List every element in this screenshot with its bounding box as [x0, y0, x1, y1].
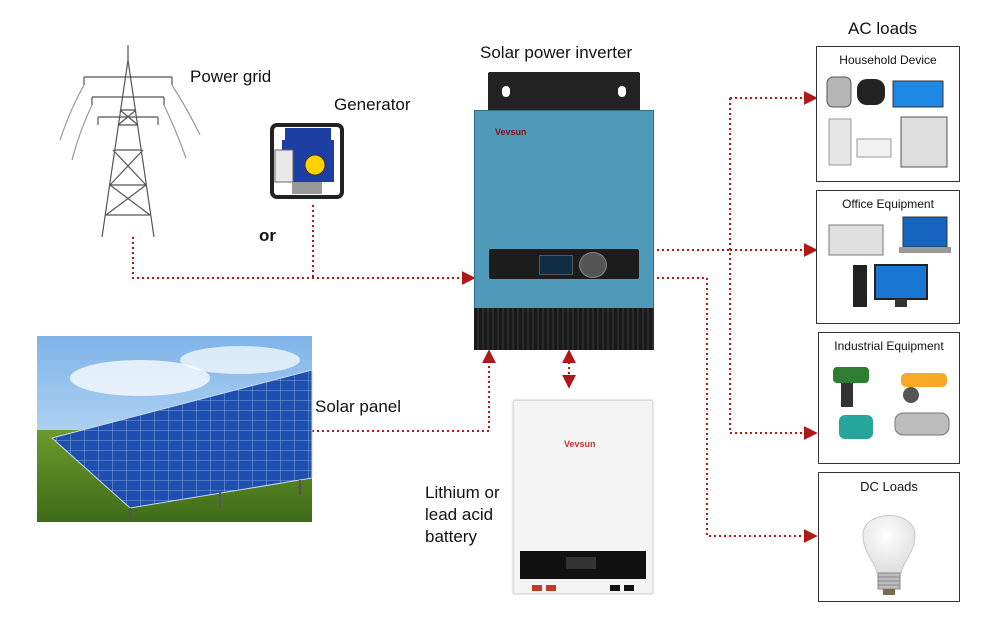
- inverter-buttons: [579, 252, 607, 278]
- power-grid-label: Power grid: [190, 67, 272, 86]
- or-label: or: [259, 226, 276, 245]
- industrial-equipment-box: Industrial Equipment: [818, 332, 960, 464]
- solar-connector: [312, 349, 496, 432]
- industrial-equipment-title: Industrial Equipment: [834, 339, 944, 353]
- dc-connector: [652, 277, 818, 543]
- battery-label-line-3: battery: [425, 527, 477, 546]
- generator-label: Generator: [334, 95, 411, 114]
- inverter-base: [474, 308, 654, 350]
- battery-display: [566, 557, 596, 569]
- dc-loads-box: DC Loads: [818, 472, 960, 602]
- mount-hole-left: [502, 86, 510, 97]
- battery-label-line-1: Lithium or: [425, 483, 500, 502]
- inverter-title: Solar power inverter: [480, 43, 633, 62]
- office-equipment-title: Office Equipment: [842, 197, 934, 211]
- mount-hole-right: [618, 86, 626, 97]
- household-icons: [826, 76, 948, 168]
- battery-brand-logo: Vevsun: [564, 439, 596, 449]
- solar-inverter: Vevsun: [474, 72, 654, 350]
- ac-loads-title: AC loads: [848, 19, 917, 38]
- office-icons: [828, 216, 951, 307]
- inverter-mount-bracket: [488, 72, 640, 112]
- grid-connector: [132, 237, 476, 285]
- office-equipment-box: Office Equipment: [816, 190, 960, 324]
- household-device-box: Household Device: [816, 46, 960, 182]
- solar-panel-label: Solar panel: [315, 397, 402, 416]
- dc-loads-title: DC Loads: [860, 479, 918, 494]
- battery-label-line-2: lead acid: [425, 505, 494, 524]
- battery-terminal-red-2: [546, 585, 556, 591]
- industrial-icons: [833, 367, 950, 439]
- battery-label: Lithium or lead acid battery: [425, 482, 500, 548]
- battery-terminal-black-2: [624, 585, 634, 591]
- household-device-title: Household Device: [839, 53, 937, 67]
- battery-terminal-black: [610, 585, 620, 591]
- light-bulb-icon: [862, 515, 916, 595]
- battery-terminal-red: [532, 585, 542, 591]
- battery-display-panel: [520, 551, 646, 579]
- lithium-battery: Vevsun: [513, 400, 653, 594]
- inverter-brand-logo: Vevsun: [495, 127, 527, 137]
- inverter-control-panel: [489, 249, 639, 279]
- inverter-lcd: [539, 255, 573, 275]
